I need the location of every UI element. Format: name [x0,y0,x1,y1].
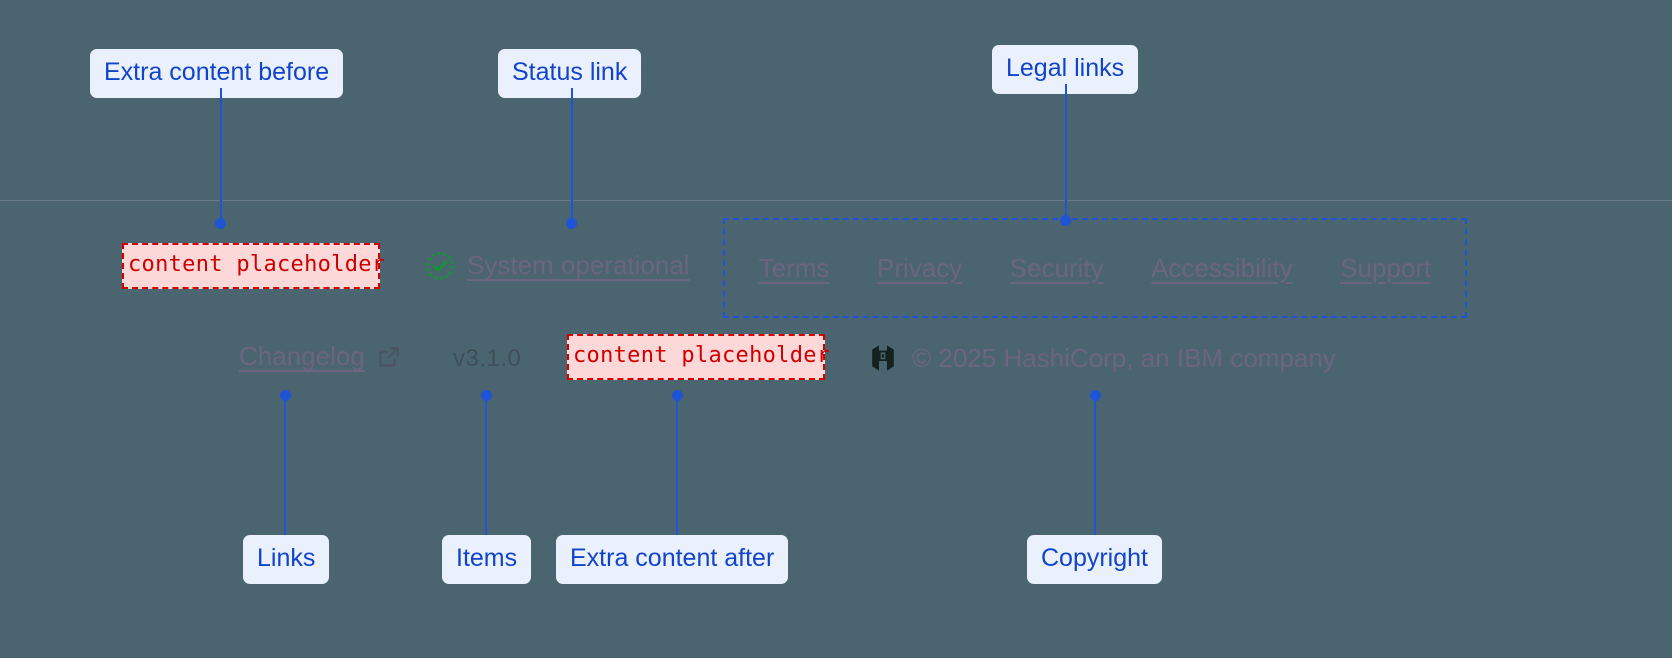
annotation-leader-items [485,396,487,536]
extra-content-after-placeholder: content placeholder [567,334,830,380]
annotation-label-copyright: Copyright [1027,535,1162,584]
annotation-dot-status-link [566,218,577,229]
changelog-label: Changelog [239,341,365,371]
legal-link-support[interactable]: Support [1340,252,1432,283]
status-link[interactable]: System operational [425,250,690,281]
copyright-text: © 2025 HashiCorp, an IBM company [912,342,1336,373]
annotation-label-status-link: Status link [498,49,642,98]
annotation-dot-extra-content-before [215,218,226,229]
page-bottom-edge [0,650,1672,658]
changelog-link[interactable]: Changelog [239,341,402,372]
legal-link-privacy[interactable]: Privacy [876,252,963,283]
annotation-leader-links [284,396,286,536]
annotation-leader-extra-content-before [220,88,222,224]
legal-link-accessibility[interactable]: Accessibility [1151,252,1293,283]
site-footer: content placeholder System operational T… [0,200,1672,400]
annotation-label-extra-content-after: Extra content after [556,535,789,584]
annotation-label-links: Links [243,535,330,584]
annotation-dot-legal-links [1060,215,1071,226]
status-link-label: System operational [467,250,690,280]
extra-content-before-placeholder: content placeholder [122,243,385,289]
check-circle-icon [425,251,455,281]
annotation-dot-links [280,390,291,401]
brand-block: © 2025 HashiCorp, an IBM company [868,342,1336,374]
hashicorp-logo-icon [868,342,898,374]
legal-links-group: Terms Privacy Security Accessibility Sup… [723,218,1467,318]
annotation-leader-legal-links [1065,84,1067,222]
legal-link-terms[interactable]: Terms [758,252,830,283]
annotation-dot-items [481,390,492,401]
annotation-dot-copyright [1090,390,1101,401]
footer-top-divider [0,200,1672,201]
version-label: v3.1.0 [453,345,522,372]
annotation-dot-extra-content-after [672,390,683,401]
annotation-leader-status-link [571,88,573,224]
legal-link-security[interactable]: Security [1009,252,1104,283]
annotation-leader-extra-content-after [676,396,678,536]
legal-links-list: Terms Privacy Security Accessibility Sup… [725,220,1465,316]
annotation-label-items: Items [442,535,532,584]
annotation-label-extra-content-before: Extra content before [90,49,344,98]
annotation-leader-copyright [1094,396,1096,536]
external-link-icon [376,344,402,370]
